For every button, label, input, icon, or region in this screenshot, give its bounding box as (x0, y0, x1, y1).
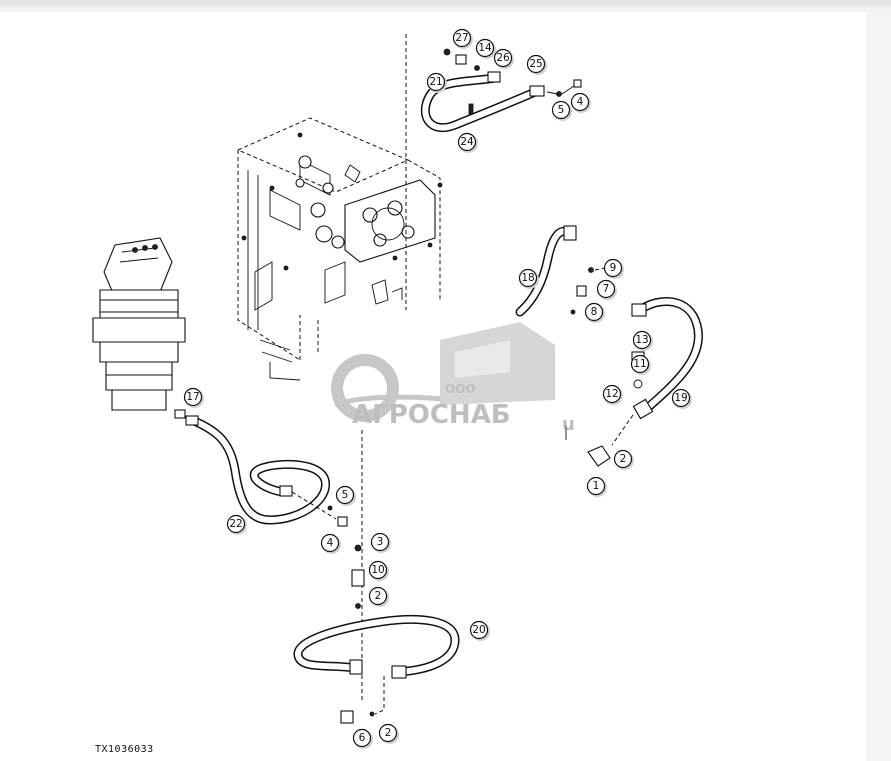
callout-20: 20 (469, 620, 490, 641)
callout-18: 18 (518, 268, 539, 289)
callout-label: 22 (229, 518, 242, 530)
callout-2: 2 (613, 449, 634, 470)
callout-label: 11 (633, 358, 646, 370)
callout-13: 13 (632, 330, 653, 351)
callout-7: 7 (596, 279, 617, 300)
callout-label: 5 (558, 104, 565, 116)
callout-label: 6 (359, 732, 366, 744)
callout-label: 8 (591, 306, 598, 318)
swing-motor (92, 237, 186, 411)
hose-22 (174, 409, 348, 527)
callout-label: 27 (455, 32, 468, 44)
callout-10: 10 (368, 560, 389, 581)
watermark-name: АГРОСНАБ (352, 400, 511, 430)
hose-18 (515, 225, 606, 317)
callout-label: 26 (496, 52, 510, 64)
callout-25: 25 (526, 54, 547, 75)
callout-4: 4 (320, 533, 341, 554)
callout-6: 6 (352, 728, 373, 749)
callout-label: 25 (529, 58, 542, 70)
callout-label: 13 (635, 334, 648, 346)
callout-label: 4 (327, 537, 334, 549)
callout-8: 8 (584, 302, 605, 323)
hose-20 (293, 544, 460, 724)
callout-label: 7 (603, 283, 610, 295)
agrosnab-watermark: ООО АГРОСНАБ u (331, 322, 575, 435)
figure-id: TX1036033 (95, 744, 154, 755)
callout-3: 3 (370, 532, 391, 553)
callout-label: 14 (478, 42, 492, 54)
callout-11: 11 (630, 354, 651, 375)
callout-label: 24 (460, 136, 474, 148)
callout-21: 21 (426, 72, 447, 93)
callout-label: 21 (429, 76, 442, 88)
callout-label: 5 (342, 489, 349, 501)
callout-2: 2 (378, 723, 399, 744)
valve-block (236, 117, 443, 381)
callout-24: 24 (457, 132, 478, 153)
callout-2: 2 (368, 586, 389, 607)
hose-19 (565, 296, 703, 467)
callout-5: 5 (335, 485, 356, 506)
callout-label: 9 (610, 262, 617, 274)
watermark-suffix: u (562, 414, 575, 435)
callout-label: 1 (593, 480, 600, 492)
callout-12: 12 (602, 384, 623, 405)
callout-22: 22 (226, 514, 247, 535)
callout-4: 4 (570, 92, 591, 113)
callout-label: 3 (377, 536, 384, 548)
callout-label: 12 (605, 388, 618, 400)
callout-1: 1 (586, 476, 607, 497)
callout-17: 17 (183, 387, 204, 408)
callout-26: 26 (493, 48, 514, 69)
callout-5: 5 (551, 100, 572, 121)
callout-label: 2 (385, 727, 392, 739)
callout-label: 10 (371, 564, 384, 576)
callout-9: 9 (603, 258, 624, 279)
hose-21 (420, 48, 582, 133)
watermark-prefix: ООО (445, 382, 476, 396)
top-bar (0, 0, 891, 6)
callout-label: 17 (186, 391, 199, 403)
callout-label: 4 (577, 96, 584, 108)
callout-27: 27 (452, 28, 473, 49)
callout-label: 2 (620, 453, 627, 465)
callout-label: 19 (674, 392, 687, 404)
callout-19: 19 (671, 388, 692, 409)
callout-label: 2 (375, 590, 382, 602)
callout-14: 14 (475, 38, 496, 59)
callout-label: 18 (521, 272, 534, 284)
callout-label: 20 (472, 624, 485, 636)
scroll-gutter[interactable] (866, 12, 891, 761)
